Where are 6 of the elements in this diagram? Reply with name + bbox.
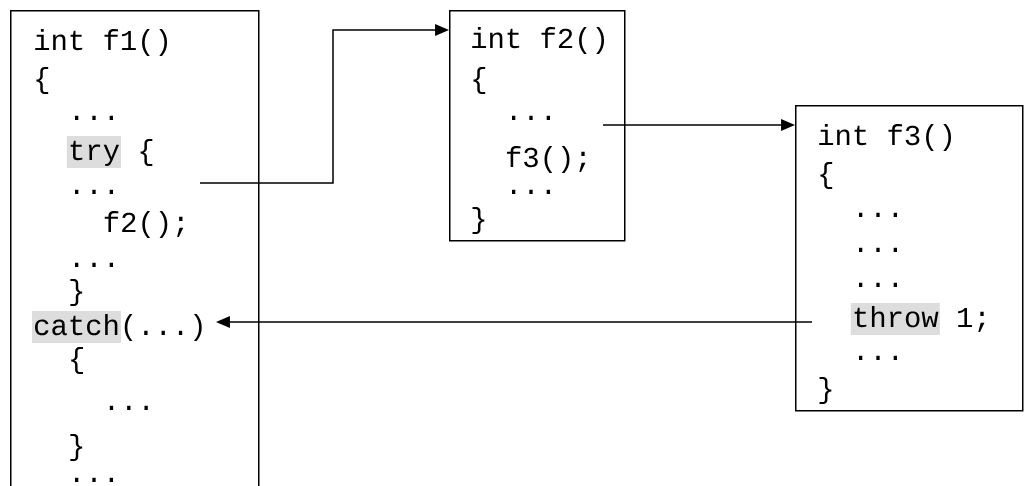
code-box: int f1() { ... try { ... f2(); ... } catch(...) { ... } ... bbox=[10, 10, 260, 486]
arrow bbox=[216, 316, 813, 328]
code-box: int f3() { ... ... ... throw 1; ... } bbox=[795, 105, 1024, 412]
arrow bbox=[199, 24, 449, 184]
code-box: int f2() { ... f3(); ... } bbox=[449, 10, 626, 242]
arrow bbox=[602, 119, 795, 131]
